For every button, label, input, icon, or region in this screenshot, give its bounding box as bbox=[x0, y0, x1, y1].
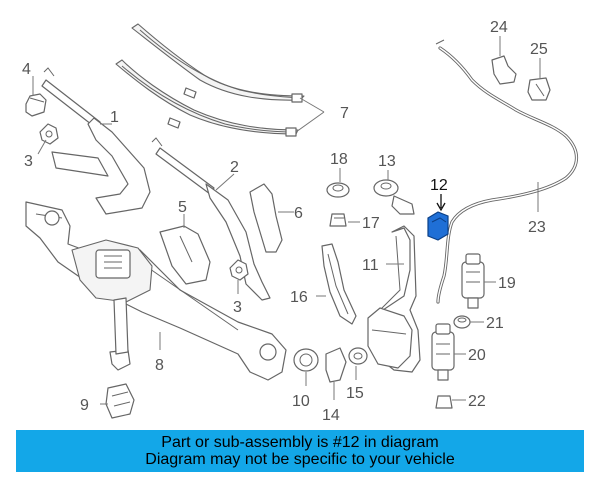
callout-13: 13 bbox=[378, 153, 396, 170]
washer-hose-23 bbox=[435, 39, 579, 304]
nozzle-14 bbox=[325, 347, 347, 383]
info-banner: Part or sub-assembly is #12 in diagram D… bbox=[16, 430, 584, 472]
callout-numbers: 4 3 1 2 5 6 7 3 8 9 10 14 16 15 11 18 13… bbox=[22, 19, 548, 424]
callout-21: 21 bbox=[486, 315, 504, 332]
bracket-24 bbox=[491, 55, 517, 85]
callout-4: 4 bbox=[22, 61, 31, 78]
callout-3-right: 3 bbox=[233, 299, 242, 316]
callout-24: 24 bbox=[490, 19, 508, 36]
banner-line-2: Diagram may not be specific to your vehi… bbox=[145, 451, 455, 468]
banner-line-1: Part or sub-assembly is #12 in diagram bbox=[161, 434, 439, 451]
callout-16: 16 bbox=[290, 289, 308, 306]
leader-lines bbox=[32, 36, 541, 405]
grommet-22 bbox=[435, 395, 453, 409]
washer-pump-19 bbox=[461, 253, 485, 309]
cover-5 bbox=[159, 225, 211, 285]
wiper-blade-lower bbox=[115, 59, 299, 137]
callout-2: 2 bbox=[230, 159, 239, 176]
wiper-nut-3-right bbox=[229, 259, 249, 281]
wiper-arm-1 bbox=[41, 67, 151, 215]
parts-diagram: 4 3 1 2 5 6 7 3 8 9 10 14 16 15 11 18 13… bbox=[22, 19, 579, 424]
clip-25 bbox=[527, 77, 551, 101]
callout-6: 6 bbox=[294, 205, 303, 222]
wiper-blade-upper bbox=[131, 23, 305, 103]
cover-6 bbox=[249, 183, 283, 253]
filler-cap-13 bbox=[373, 179, 415, 215]
callout-20: 20 bbox=[468, 347, 486, 364]
callout-3-left: 3 bbox=[24, 153, 33, 170]
bumper-17 bbox=[329, 213, 347, 227]
grommet-10 bbox=[293, 348, 319, 372]
callout-9: 9 bbox=[80, 397, 89, 414]
bracket-16 bbox=[321, 243, 357, 325]
callout-11: 11 bbox=[362, 257, 379, 274]
callout-17: 17 bbox=[362, 215, 380, 232]
callout-10: 10 bbox=[292, 393, 310, 410]
washer-reservoir-11 bbox=[367, 225, 421, 373]
washer-pump-20 bbox=[431, 323, 455, 381]
callout-18: 18 bbox=[330, 151, 348, 168]
callout-5: 5 bbox=[178, 199, 187, 216]
callout-19: 19 bbox=[498, 275, 516, 292]
callout-25: 25 bbox=[530, 41, 548, 58]
callout-12: 12 bbox=[430, 177, 448, 194]
highlighted-part-12 bbox=[427, 211, 449, 241]
seal-15 bbox=[348, 347, 368, 365]
bumper-18 bbox=[326, 182, 350, 198]
wiper-cap-4 bbox=[25, 93, 47, 117]
callout-8: 8 bbox=[155, 357, 164, 374]
wiper-linkage-8 bbox=[25, 201, 287, 381]
bracket-9 bbox=[105, 383, 135, 419]
callout-23: 23 bbox=[528, 219, 546, 236]
callout-14: 14 bbox=[322, 407, 340, 424]
callout-1: 1 bbox=[110, 109, 119, 126]
grommet-21 bbox=[453, 315, 471, 329]
wiper-nut-3-left bbox=[39, 123, 59, 145]
callout-15: 15 bbox=[346, 385, 364, 402]
wiper-arm-2 bbox=[151, 137, 271, 301]
callout-7: 7 bbox=[340, 105, 349, 122]
callout-22: 22 bbox=[468, 393, 486, 410]
